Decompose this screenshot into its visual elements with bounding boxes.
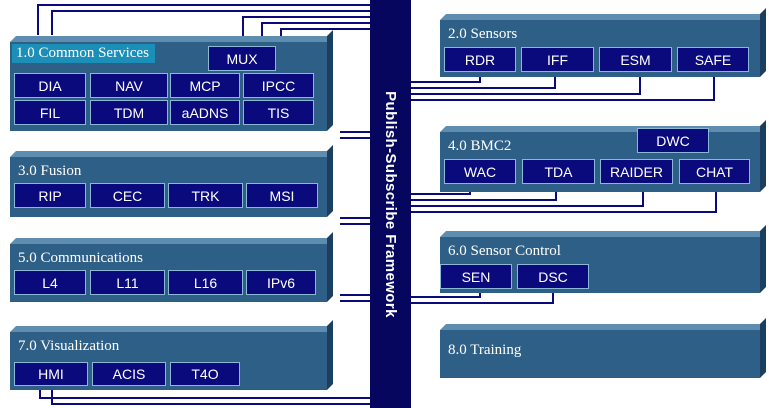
module-tda[interactable]: TDA [522,159,595,184]
module-esm[interactable]: ESM [599,47,672,72]
module-dwc[interactable]: DWC [637,128,709,153]
module-t4o[interactable]: T4O [170,362,240,386]
panel-title-sensor-control: 6.0 Sensor Control [448,243,561,259]
panel-title-visualization: 7.0 Visualization [18,338,120,354]
panel-sensor-control: 6.0 Sensor Control SEN DSC [440,225,766,293]
module-iff[interactable]: IFF [521,47,594,72]
module-sen[interactable]: SEN [440,264,512,289]
panel-title-communications: 5.0 Communications [18,250,143,266]
panel-title-training: 8.0 Training [448,342,522,358]
panel-sensors: 2.0 Sensors RDR IFF ESM SAFE [440,8,766,77]
module-nav[interactable]: NAV [90,73,168,98]
module-tdm[interactable]: TDM [90,100,168,125]
panel-common-services: 1.0 Common Services MUX DIA NAV MCP IPCC… [10,30,333,131]
publish-subscribe-bus: Publish-Subscribe Framework [370,0,411,408]
module-raider[interactable]: RAIDER [600,159,673,184]
panel-title-fusion: 3.0 Fusion [18,163,82,179]
module-l4[interactable]: L4 [14,270,86,295]
module-acis[interactable]: ACIS [92,362,166,386]
module-cec[interactable]: CEC [90,183,165,208]
module-safe[interactable]: SAFE [677,47,749,72]
panel-training: 8.0 Training [440,318,766,378]
module-ipcc[interactable]: IPCC [243,73,314,98]
module-msi[interactable]: MSI [246,183,318,208]
module-wac[interactable]: WAC [444,159,516,184]
panel-title-common-services: 1.0 Common Services [12,44,155,63]
module-chat[interactable]: CHAT [679,159,750,184]
module-trk[interactable]: TRK [168,183,243,208]
panel-fusion: 3.0 Fusion RIP CEC TRK MSI [10,145,333,217]
panel-communications: 5.0 Communications L4 L11 L16 IPv6 [10,232,333,302]
module-mcp[interactable]: MCP [170,73,240,98]
module-l11[interactable]: L11 [90,270,165,295]
panel-bmc2: 4.0 BMC2 DWC WAC TDA RAIDER CHAT [440,120,766,192]
panel-visualization: 7.0 Visualization HMI ACIS T4O [10,320,333,390]
module-dia[interactable]: DIA [14,73,86,98]
module-hmi[interactable]: HMI [14,362,88,386]
module-rip[interactable]: RIP [14,183,86,208]
panel-title-bmc2: 4.0 BMC2 [448,138,512,154]
framework-label: Publish-Subscribe Framework [382,90,400,318]
module-fil[interactable]: FIL [14,100,86,125]
module-ipv6[interactable]: IPv6 [246,270,316,295]
module-rdr[interactable]: RDR [444,47,516,72]
module-aadns[interactable]: aADNS [170,100,240,125]
module-tis[interactable]: TIS [243,100,314,125]
module-dsc[interactable]: DSC [517,264,589,289]
module-l16[interactable]: L16 [168,270,243,295]
panel-title-sensors: 2.0 Sensors [448,26,518,42]
module-mux[interactable]: MUX [208,46,276,71]
